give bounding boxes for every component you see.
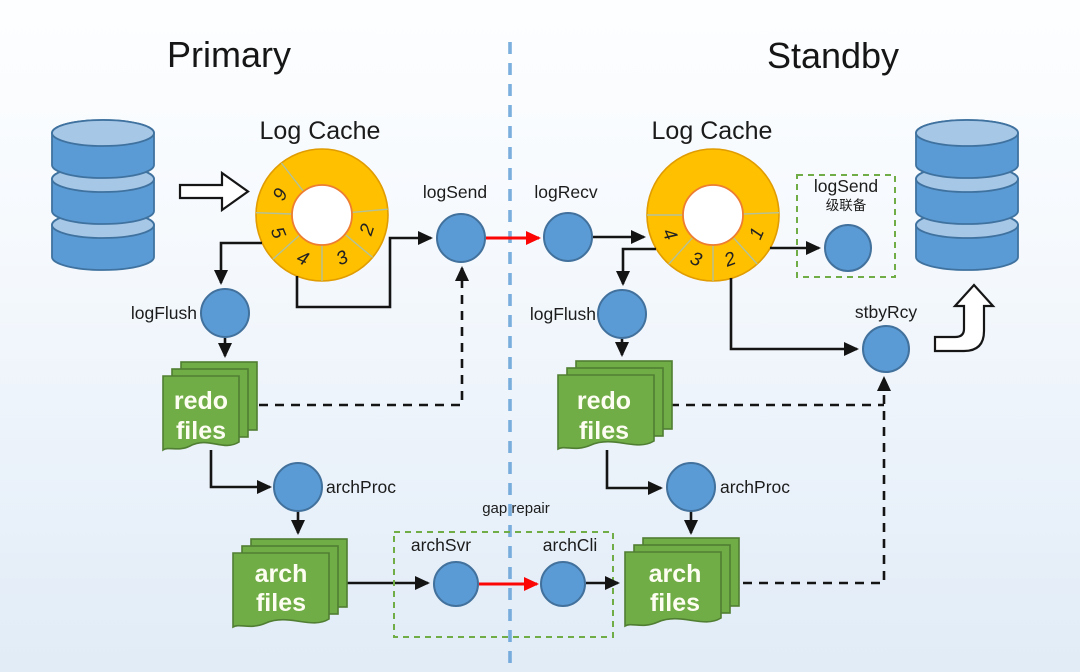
standby-logflush-node bbox=[597, 289, 647, 339]
logsend-node bbox=[436, 213, 486, 263]
redo-to-archproc-arrow bbox=[605, 450, 663, 495]
arch-files-text-line1: arch bbox=[649, 560, 702, 588]
arch-files-text-line2: files bbox=[256, 589, 306, 617]
replay-to-db-flow-arrow-icon bbox=[933, 283, 996, 353]
primary-database-icon bbox=[51, 119, 155, 271]
primary-title: Primary bbox=[167, 34, 291, 75]
primary-arch-files-icon: arch files bbox=[232, 538, 348, 628]
arch-files-text-line1: arch bbox=[255, 560, 308, 588]
redo-files-text-line1: redo bbox=[577, 387, 631, 415]
cache-to-logflush-arrow bbox=[214, 241, 262, 285]
primary-section: Primary Log Cache 2 3 4 5 6 bbox=[51, 34, 541, 628]
cache-to-stbyrcy-arrow bbox=[729, 278, 859, 356]
cascade-logsend-box bbox=[796, 174, 896, 278]
gap-repair-section: gap repair archSvr archCli bbox=[393, 500, 620, 638]
cascade-logsend-section: logSend 级联备 bbox=[796, 174, 896, 278]
logrecv-node bbox=[543, 212, 593, 262]
archsvr-node bbox=[433, 561, 479, 607]
stbyrcy-label: stbyRcy bbox=[855, 302, 917, 322]
logrecv-label: logRecv bbox=[534, 182, 597, 202]
redo-files-text-line2: files bbox=[176, 417, 226, 445]
standby-archproc-node bbox=[666, 462, 716, 512]
primary-logflush-node bbox=[200, 288, 250, 338]
archcli-label: archCli bbox=[543, 535, 597, 555]
standby-log-cache-ring-icon: 1 2 3 4 bbox=[646, 148, 780, 282]
archsvr-label: archSvr bbox=[411, 535, 471, 555]
standby-logflush-label: logFlush bbox=[530, 304, 596, 324]
arch-files-text-line2: files bbox=[650, 589, 700, 617]
primary-log-cache-ring-icon: 2 3 4 5 6 bbox=[255, 148, 389, 282]
standby-arch-files-icon: arch files bbox=[624, 537, 740, 627]
primary-log-cache-label: Log Cache bbox=[260, 117, 381, 145]
primary-logflush-label: logFlush bbox=[131, 303, 197, 323]
primary-archproc-node bbox=[273, 462, 323, 512]
standby-redo-files-icon: redo files bbox=[557, 360, 673, 450]
stbyrcy-node bbox=[862, 325, 910, 373]
redo-files-text-line2: files bbox=[579, 417, 629, 445]
cache-to-logflush-arrow bbox=[616, 247, 656, 286]
standby-archproc-label: archProc bbox=[720, 477, 790, 497]
arch-to-stbyrcy-dashed-arrow bbox=[743, 376, 891, 585]
cascade-logsend-node bbox=[824, 224, 872, 272]
cascade-subtitle-label: 级联备 bbox=[826, 197, 867, 213]
primary-archproc-label: archProc bbox=[326, 477, 396, 497]
standby-database-icon bbox=[915, 119, 1019, 271]
gap-repair-box bbox=[393, 531, 614, 638]
cascade-logsend-label: logSend bbox=[814, 176, 878, 196]
logsend-label: logSend bbox=[423, 182, 487, 202]
cache-to-logsend-arrow bbox=[295, 231, 433, 309]
standby-section: Standby Log Cache 1 2 3 4 logRecv bbox=[530, 35, 1019, 627]
gap-repair-label: gap repair bbox=[482, 500, 550, 517]
redo-to-logsend-dashed-arrow bbox=[259, 266, 469, 407]
db-to-cache-flow-arrow-icon bbox=[178, 170, 250, 213]
redo-to-archproc-arrow bbox=[209, 450, 272, 494]
redo-files-text-line1: redo bbox=[174, 387, 228, 415]
primary-redo-files-icon: redo files bbox=[162, 361, 258, 451]
standby-title: Standby bbox=[767, 35, 899, 76]
archcli-node bbox=[540, 561, 586, 607]
standby-log-cache-label: Log Cache bbox=[652, 117, 773, 145]
